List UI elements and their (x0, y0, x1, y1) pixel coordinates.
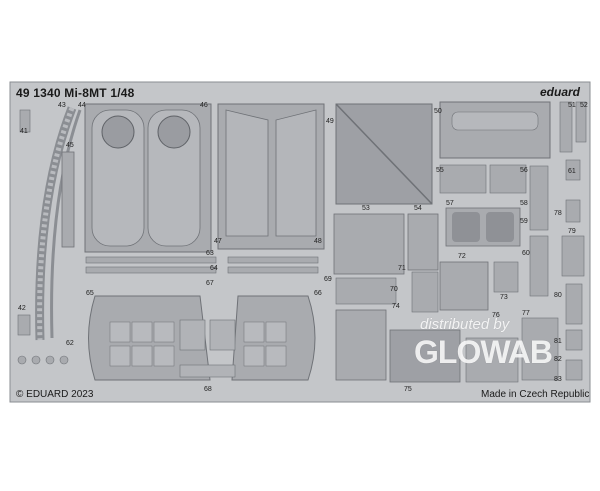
part-number-44: 44 (78, 102, 86, 109)
part-number-83: 83 (554, 376, 562, 383)
part-number-68: 68 (204, 386, 212, 393)
part-42 (17, 314, 31, 336)
part-62-group (17, 355, 69, 365)
part-83 (565, 359, 583, 381)
part-64b (227, 266, 319, 274)
part-81 (565, 329, 583, 351)
origin-text: Made in Czech Republic (481, 389, 590, 400)
part-number-77: 77 (522, 310, 530, 317)
part-number-64: 64 (210, 265, 218, 272)
part-55 (439, 164, 487, 194)
part-number-51: 51 (568, 102, 576, 109)
part-number-76: 76 (492, 312, 500, 319)
part-number-47: 47 (214, 238, 222, 245)
part-71 (411, 271, 439, 313)
part-61 (565, 159, 581, 181)
part-number-71: 71 (398, 265, 406, 272)
part-number-65: 65 (86, 290, 94, 297)
part-63b (227, 256, 319, 264)
part-number-79: 79 (568, 228, 576, 235)
porthole-left (101, 115, 135, 149)
part-76 (465, 337, 519, 383)
part-44-strip (50, 109, 82, 339)
part-66-grid (243, 321, 287, 367)
part-number-59: 59 (520, 218, 528, 225)
part-number-58: 58 (520, 200, 528, 207)
part-number-70: 70 (390, 286, 398, 293)
part-number-56: 56 (520, 167, 528, 174)
part-80 (565, 283, 583, 325)
part-number-48: 48 (314, 238, 322, 245)
part-number-42: 42 (18, 305, 26, 312)
part-number-66: 66 (314, 290, 322, 297)
part-52 (575, 101, 587, 143)
part-number-43: 43 (58, 102, 66, 109)
part-53 (333, 213, 405, 275)
porthole-right (157, 115, 191, 149)
part-60 (529, 235, 549, 297)
part-63 (85, 256, 217, 264)
part-56 (489, 164, 527, 194)
part-72 (439, 261, 489, 311)
fret-title: 49 1340 Mi-8MT 1/48 (16, 86, 135, 100)
part-number-80: 80 (554, 292, 562, 299)
part-number-54: 54 (414, 205, 422, 212)
part-number-74: 74 (392, 303, 400, 310)
part-number-73: 73 (500, 294, 508, 301)
part-number-62: 62 (66, 340, 74, 347)
part-75 (389, 329, 461, 383)
part-number-72: 72 (458, 253, 466, 260)
part-51 (559, 101, 573, 153)
part-73 (493, 261, 519, 293)
watermark-line1: distributed by (420, 316, 510, 333)
part-number-53: 53 (362, 205, 370, 212)
watermark-line2: GLOWAB (414, 334, 553, 370)
part-number-49: 49 (326, 118, 334, 125)
copyright-text: © EDUARD 2023 (16, 389, 94, 400)
part-number-41: 41 (20, 128, 28, 135)
part-number-81: 81 (554, 338, 562, 345)
part-number-60: 60 (522, 250, 530, 257)
part-number-57: 57 (446, 200, 454, 207)
part-41 (19, 109, 31, 133)
part-65-grid (109, 321, 175, 367)
part-number-52: 52 (580, 102, 588, 109)
part-67b (209, 319, 236, 351)
part-number-75: 75 (404, 386, 412, 393)
part-number-45: 45 (66, 142, 74, 149)
brand-logo: eduard (540, 85, 581, 99)
part-number-69: 69 (324, 276, 332, 283)
part-number-82: 82 (554, 356, 562, 363)
part-67 (179, 319, 206, 351)
part-78 (565, 199, 581, 223)
part-59 (529, 165, 549, 231)
part-number-50: 50 (434, 108, 442, 115)
part-54 (407, 213, 439, 271)
part-43-strip-inner (37, 107, 75, 341)
part-45 (61, 151, 75, 248)
part-number-78: 78 (554, 210, 562, 217)
part-68 (179, 364, 236, 378)
part-number-55: 55 (436, 167, 444, 174)
part-number-61: 61 (568, 168, 576, 175)
part-69-70 (335, 277, 397, 305)
part-79 (561, 235, 585, 277)
part-77 (521, 317, 559, 381)
part-number-67: 67 (206, 280, 214, 287)
part-number-63: 63 (206, 250, 214, 257)
part-64 (85, 266, 217, 274)
part-74 (335, 309, 387, 381)
part-number-46: 46 (200, 102, 208, 109)
